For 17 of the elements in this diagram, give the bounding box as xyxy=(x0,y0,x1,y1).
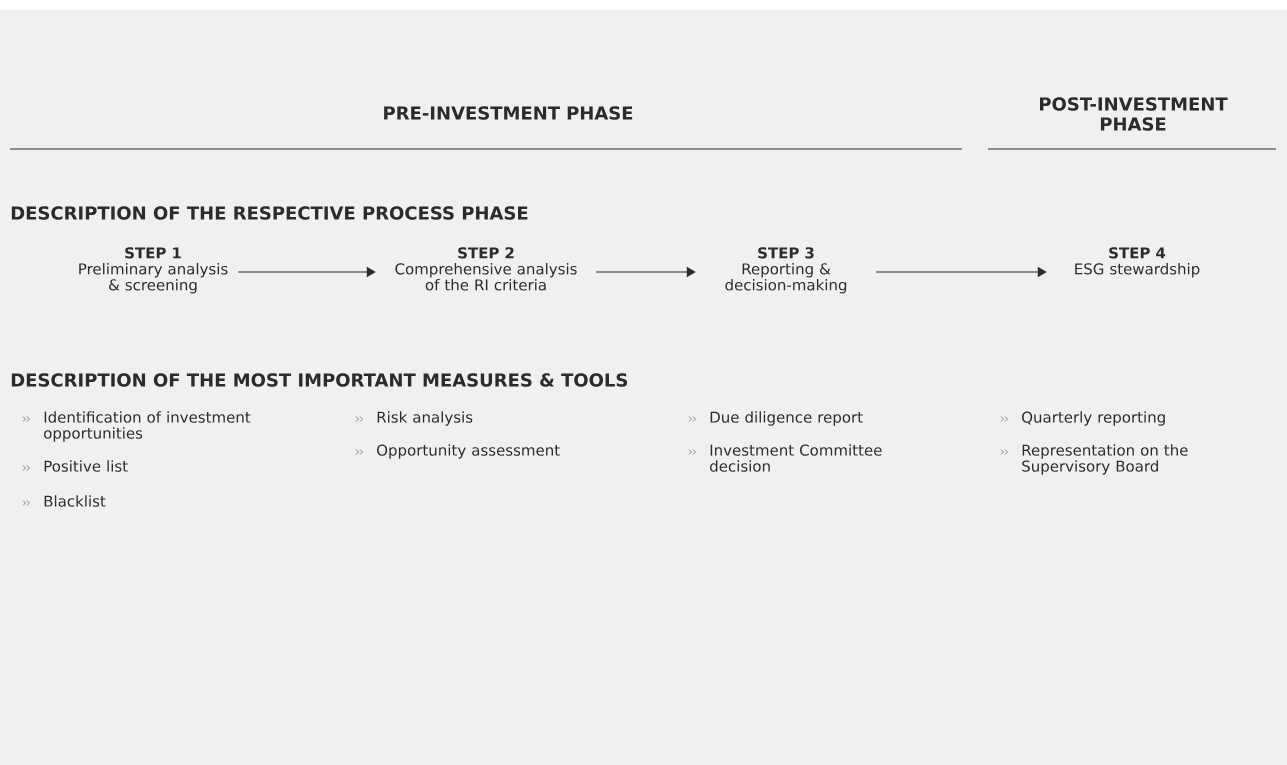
list-item: Due diligence report xyxy=(710,411,863,426)
list-item: Risk analysis xyxy=(377,411,473,426)
section-heading: DESCRIPTION OF THE RESPECTIVE PROCESS PHASE xyxy=(11,206,528,220)
list-item: Representation on the Supervisory Board xyxy=(1022,444,1188,475)
phase-heading: POST-INVESTMENT PHASE xyxy=(1040,97,1228,131)
step-label: STEP 2 Comprehensive analysis of the RI criteria xyxy=(395,247,577,291)
list-item: Positive list xyxy=(44,460,128,472)
list-item: Investment Committee decision xyxy=(710,444,882,472)
list-item: Opportunity assessment xyxy=(377,444,560,459)
phase-heading: PRE-INVESTMENT PHASE xyxy=(384,106,633,120)
list-item: Blacklist xyxy=(44,495,106,507)
list-item: Quarterly reporting xyxy=(1022,411,1165,426)
step-label: STEP 3 Reporting & decision-making xyxy=(725,247,847,294)
step-label: STEP 1 Preliminary analysis & screening xyxy=(79,247,228,294)
list-item: Identification of investment opportunities xyxy=(44,411,251,442)
step-label: STEP 4 ESG stewardship xyxy=(1075,247,1200,278)
section-heading: DESCRIPTION OF THE MOST IMPORTANT MEASURES & TOOLS xyxy=(11,373,628,387)
